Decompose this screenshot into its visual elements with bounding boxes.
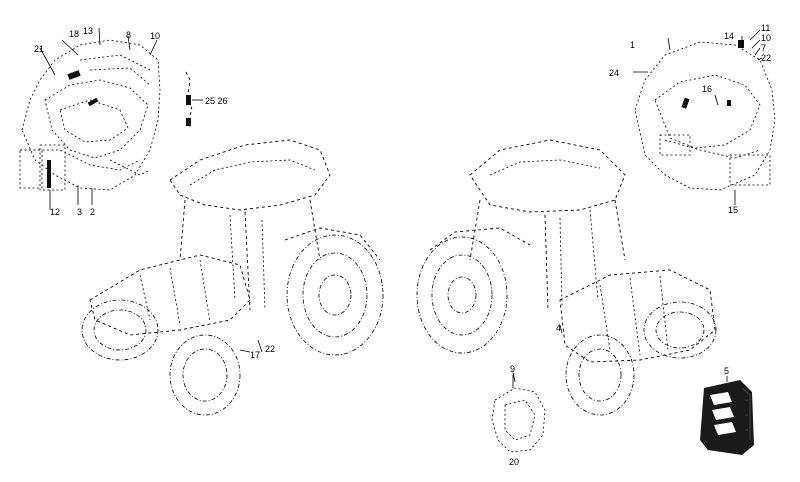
callout-22-right: 22 <box>761 53 771 63</box>
callout-8: 8 <box>126 30 131 40</box>
callout-12: 12 <box>50 207 60 217</box>
callout-5: 5 <box>724 366 729 376</box>
callout-3: 3 <box>77 207 82 217</box>
callout-labels: 21 18 13 8 10 25 26 12 3 2 22 17 1 14 11… <box>34 23 771 467</box>
callout-24: 24 <box>609 68 619 78</box>
tractor-view-right <box>416 139 717 416</box>
callout-21: 21 <box>34 44 44 54</box>
cab-interior-detail-right <box>633 29 776 205</box>
part-5-filter <box>700 376 754 455</box>
callout-10: 10 <box>150 31 160 41</box>
callout-25-26: 25 26 <box>205 96 228 106</box>
fastener-bracket <box>185 71 203 129</box>
callout-16: 16 <box>702 84 712 94</box>
callout-1: 1 <box>630 40 635 50</box>
part-20-detail <box>491 375 546 453</box>
callout-15: 15 <box>728 205 738 215</box>
callout-9: 9 <box>510 364 515 374</box>
callout-13: 13 <box>83 26 93 36</box>
callout-11: 11 <box>761 23 770 33</box>
callout-20: 20 <box>509 457 519 467</box>
callout-10-right: 10 <box>761 33 771 43</box>
callout-18: 18 <box>69 29 79 39</box>
tractor-view-left <box>81 139 384 416</box>
callout-7: 7 <box>761 43 766 53</box>
cab-interior-detail-left <box>19 27 161 210</box>
callout-22-left: 22 <box>265 344 275 354</box>
callout-14: 14 <box>724 31 734 41</box>
callout-2: 2 <box>90 207 95 217</box>
callout-4: 4 <box>556 323 561 333</box>
callout-17: 17 <box>250 350 260 360</box>
